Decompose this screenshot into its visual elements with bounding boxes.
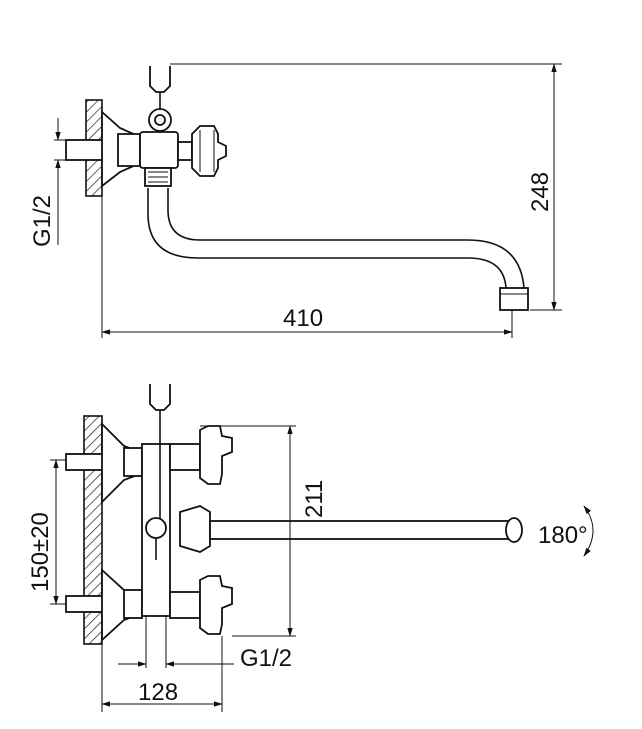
front-rotation-label: 180° — [538, 522, 588, 549]
front-diverter-knob — [145, 517, 167, 539]
front-thread-label: G1/2 — [240, 645, 292, 672]
side-spout — [147, 188, 507, 289]
side-thread-label: G1/2 — [29, 195, 56, 247]
front-lower-inlet — [65, 595, 105, 613]
side-length-label: 410 — [283, 305, 323, 332]
front-shower-holder — [149, 384, 171, 411]
front-spout-nut — [179, 505, 211, 553]
front-spout-arm — [209, 520, 517, 540]
side-mixer-body — [139, 131, 179, 169]
front-height-label: 211 — [301, 480, 328, 518]
front-upper-stem — [169, 443, 201, 471]
front-centers-label: 150±20 — [27, 512, 54, 592]
front-spout-end — [505, 517, 523, 543]
side-valve-stem — [177, 141, 193, 161]
front-view: 180° 150±20 211 G1/2 128 — [27, 384, 594, 712]
side-aerator — [499, 287, 529, 311]
front-upper-cross-handle — [199, 425, 233, 485]
front-upper-inlet — [65, 453, 105, 471]
side-cross-handle — [191, 125, 227, 177]
side-inlet-pipe — [65, 139, 105, 161]
front-depth-label: 128 — [138, 679, 178, 706]
front-wall-plate — [83, 415, 103, 645]
side-view: G1/2 248 410 — [29, 63, 562, 338]
side-shower-holder — [149, 66, 171, 93]
side-height-label: 248 — [527, 172, 554, 212]
front-lower-cross-handle — [199, 575, 233, 635]
rotation-arrow — [583, 505, 594, 557]
front-lower-stem — [169, 591, 201, 619]
